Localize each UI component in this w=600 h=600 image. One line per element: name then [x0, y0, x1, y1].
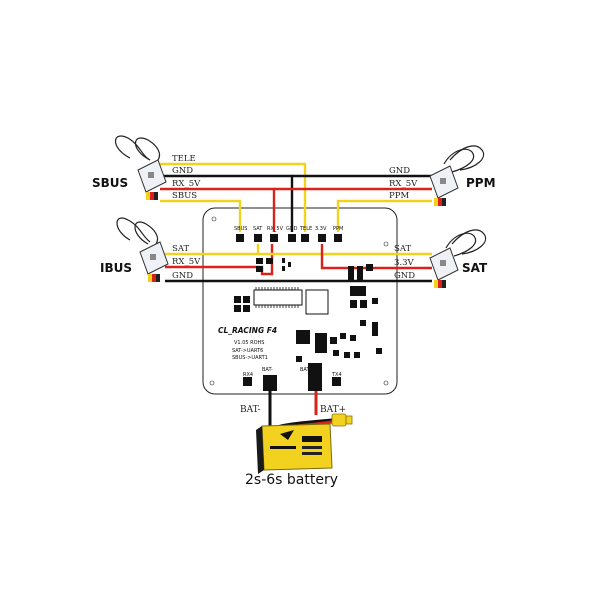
battery-caption: 2s-6s battery — [245, 472, 338, 488]
wire-label-gnd: GND — [172, 166, 193, 176]
chip-pins-top — [255, 287, 299, 290]
pad-tx4 — [332, 377, 341, 386]
receiver-label-ppm: PPM — [466, 176, 496, 190]
wire-labels-left-mid: SAT RX_5V GND — [172, 244, 201, 281]
board-uart-note: SBUS->UART1 — [232, 355, 268, 361]
wire-label-sat: SAT — [394, 244, 411, 254]
wire-label-rx5v: RX_5V — [172, 179, 201, 189]
wire-label-gnd: GND — [172, 271, 193, 281]
mount-hole — [383, 380, 389, 386]
wire-label-sbus: SBUS — [172, 191, 197, 201]
wire-label-sat: SAT — [172, 244, 189, 254]
pin-label-sbus: SBUS — [234, 226, 247, 232]
mount-hole — [211, 216, 217, 222]
receiver-label-ibus: IBUS — [100, 261, 132, 275]
pin-header: SBUS SAT RX_5V GND TELE 3.3V PPM — [234, 226, 343, 242]
lipo-battery — [256, 413, 353, 474]
ppm-wires — [274, 174, 432, 232]
battery-minus-label: BAT- — [240, 405, 261, 415]
pad-label-bat-plus: BAT+ — [300, 367, 314, 373]
ibus-wires — [165, 244, 432, 283]
pad-sbus — [236, 234, 244, 242]
pad-ppm — [334, 234, 342, 242]
pin-label-gnd: GND — [286, 226, 298, 232]
board-components — [234, 258, 382, 386]
wire-label-rx5v: RX_5V — [172, 257, 201, 267]
wire-label-rx5v: RX_5V — [389, 179, 418, 189]
sat-receiver — [429, 229, 487, 288]
wire-labels-left-top: TELE GND RX_5V SBUS — [172, 154, 201, 201]
board-version: V1.05 ROHS — [234, 340, 265, 346]
wire-label-3v3: 3.3V — [394, 258, 415, 268]
ppm-receiver — [429, 145, 485, 206]
pin-label-ppm: PPM — [333, 226, 343, 232]
sbus-receiver — [114, 135, 167, 200]
pin-label-sat: SAT — [253, 226, 263, 232]
pad-rx5v — [270, 234, 278, 242]
pad-label-rx4: RX4 — [243, 372, 253, 378]
bat-plus-pad — [308, 363, 322, 391]
pad-3v3 — [318, 234, 326, 242]
battery-plus-label: BAT+ — [320, 405, 346, 415]
pin-label-3v3: 3.3V — [315, 226, 327, 232]
pad-tele — [301, 234, 309, 242]
pin-label-rx5v: RX_5V — [267, 226, 284, 232]
wire-label-ppm: PPM — [389, 191, 409, 201]
wire-labels-right-mid: SAT 3.3V GND — [394, 244, 415, 281]
wire-label-tele: TELE — [172, 154, 196, 164]
wire-labels-right-top: GND RX_5V PPM — [389, 166, 418, 201]
chip-pins-bottom — [255, 305, 299, 308]
board-title: CL_RACING F4 — [218, 326, 277, 335]
flight-controller-board — [202, 207, 398, 395]
wire-label-gnd: GND — [389, 166, 410, 176]
pad-gnd — [288, 234, 296, 242]
bat-minus-pad — [263, 375, 277, 391]
board-uart-note: SAT->UART6 — [232, 348, 263, 354]
wire-label-gnd: GND — [394, 271, 415, 281]
mcu-chip — [253, 289, 303, 306]
ibus-receiver — [116, 217, 169, 282]
pad-rx4 — [243, 377, 252, 386]
pad-label-bat-minus: BAT- — [262, 367, 273, 373]
pad-label-tx4: TX4 — [331, 372, 342, 378]
pad-sat — [254, 234, 262, 242]
pin-label-tele: TELE — [299, 226, 312, 232]
receiver-label-sbus: SBUS — [92, 176, 128, 190]
sat-wires — [258, 244, 432, 270]
receiver-label-sat: SAT — [462, 261, 488, 275]
mount-hole — [383, 241, 389, 247]
mount-hole — [209, 380, 215, 386]
